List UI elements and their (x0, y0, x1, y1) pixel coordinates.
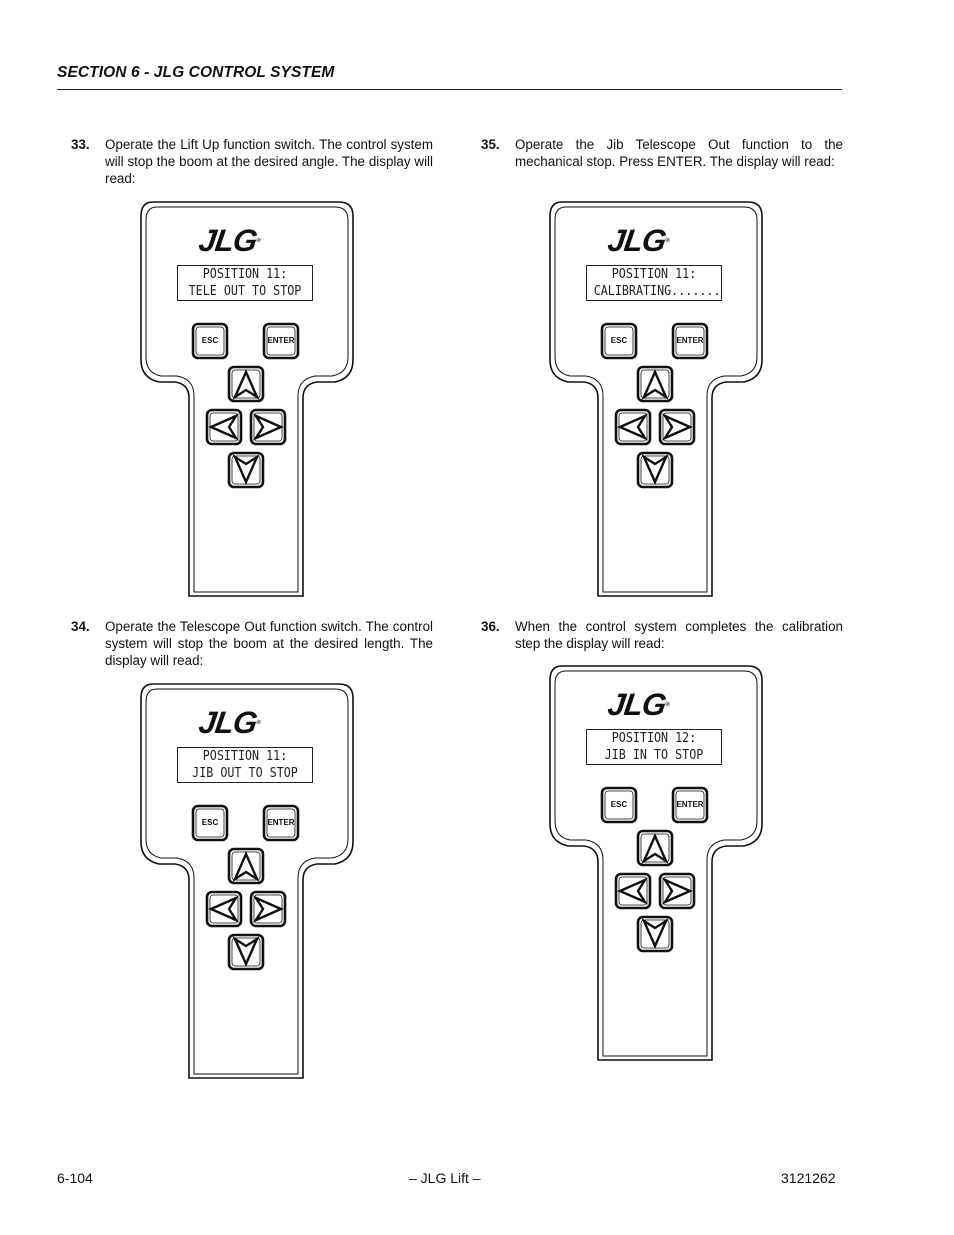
esc-button[interactable] (191, 322, 229, 360)
lcd-line-1: POSITION 11: (202, 267, 288, 282)
footer-title: – JLG Lift – (409, 1170, 481, 1186)
pendant-body (140, 201, 354, 597)
esc-button-label: ESC (610, 800, 628, 809)
pendant-body (549, 665, 763, 1061)
esc-button-label: ESC (610, 336, 628, 345)
right-arrow-icon[interactable] (249, 890, 287, 928)
lcd-line-2: CALIBRATING....... (593, 284, 721, 299)
esc-button[interactable] (600, 322, 638, 360)
header-divider (57, 89, 842, 90)
right-arrow-icon[interactable] (249, 408, 287, 446)
control-pendant-35: JLG® POSITION 11: CALIBRATING....... ESC… (548, 200, 764, 600)
up-arrow-icon[interactable] (636, 829, 674, 867)
step-number: 35. (481, 137, 500, 152)
left-arrow-icon[interactable] (614, 408, 652, 446)
down-arrow-icon[interactable] (227, 933, 265, 971)
step-text: When the control system completes the ca… (515, 619, 843, 651)
enter-button[interactable] (262, 322, 300, 360)
enter-button[interactable] (671, 322, 709, 360)
down-arrow-icon[interactable] (227, 451, 265, 489)
lcd-display: POSITION 11: CALIBRATING....... (586, 265, 722, 301)
down-arrow-icon[interactable] (636, 451, 674, 489)
control-pendant-36: JLG® POSITION 12: JIB IN TO STOP ESC ENT… (548, 664, 764, 1064)
esc-button-label: ESC (201, 818, 219, 827)
lcd-line-2: TELE OUT TO STOP (188, 284, 302, 299)
step-text: Operate the Lift Up function switch. The… (105, 137, 433, 186)
step-number: 36. (481, 619, 500, 634)
right-arrow-icon[interactable] (658, 872, 696, 910)
lcd-line-2: JIB IN TO STOP (604, 748, 704, 763)
step-number: 34. (71, 619, 90, 634)
jlg-logo: JLG® (605, 223, 671, 258)
enter-button-label: ENTER (676, 800, 704, 809)
lcd-display: POSITION 11: TELE OUT TO STOP (177, 265, 313, 301)
lcd-display: POSITION 11: JIB OUT TO STOP (177, 747, 313, 783)
pendant-body (549, 201, 763, 597)
pendant-body (140, 683, 354, 1079)
section-title: SECTION 6 - JLG CONTROL SYSTEM (57, 64, 335, 81)
up-arrow-icon[interactable] (227, 847, 265, 885)
up-arrow-icon[interactable] (636, 365, 674, 403)
lcd-line-1: POSITION 12: (611, 731, 697, 746)
step-text: Operate the Telescope Out function switc… (105, 619, 433, 668)
jlg-logo: JLG® (196, 223, 262, 258)
page-number: 6-104 (57, 1170, 93, 1186)
enter-button[interactable] (671, 786, 709, 824)
enter-button-label: ENTER (267, 818, 295, 827)
enter-button-label: ENTER (676, 336, 704, 345)
right-arrow-icon[interactable] (658, 408, 696, 446)
down-arrow-icon[interactable] (636, 915, 674, 953)
enter-button[interactable] (262, 804, 300, 842)
up-arrow-icon[interactable] (227, 365, 265, 403)
jlg-logo: JLG® (605, 687, 671, 722)
lcd-line-1: POSITION 11: (202, 749, 288, 764)
enter-button-label: ENTER (267, 336, 295, 345)
document-number: 3121262 (781, 1170, 836, 1186)
step-text: Operate the Jib Telescope Out function t… (515, 137, 843, 169)
control-pendant-34: JLG® POSITION 11: JIB OUT TO STOP ESC EN… (139, 682, 355, 1082)
lcd-line-2: JIB OUT TO STOP (192, 766, 298, 781)
lcd-display: POSITION 12: JIB IN TO STOP (586, 729, 722, 765)
left-arrow-icon[interactable] (614, 872, 652, 910)
left-arrow-icon[interactable] (205, 408, 243, 446)
left-arrow-icon[interactable] (205, 890, 243, 928)
esc-button[interactable] (600, 786, 638, 824)
control-pendant-33: JLG® POSITION 11: TELE OUT TO STOP ESC E… (139, 200, 355, 600)
step-number: 33. (71, 137, 90, 152)
jlg-logo: JLG® (196, 705, 262, 740)
esc-button[interactable] (191, 804, 229, 842)
esc-button-label: ESC (201, 336, 219, 345)
lcd-line-1: POSITION 11: (611, 267, 697, 282)
